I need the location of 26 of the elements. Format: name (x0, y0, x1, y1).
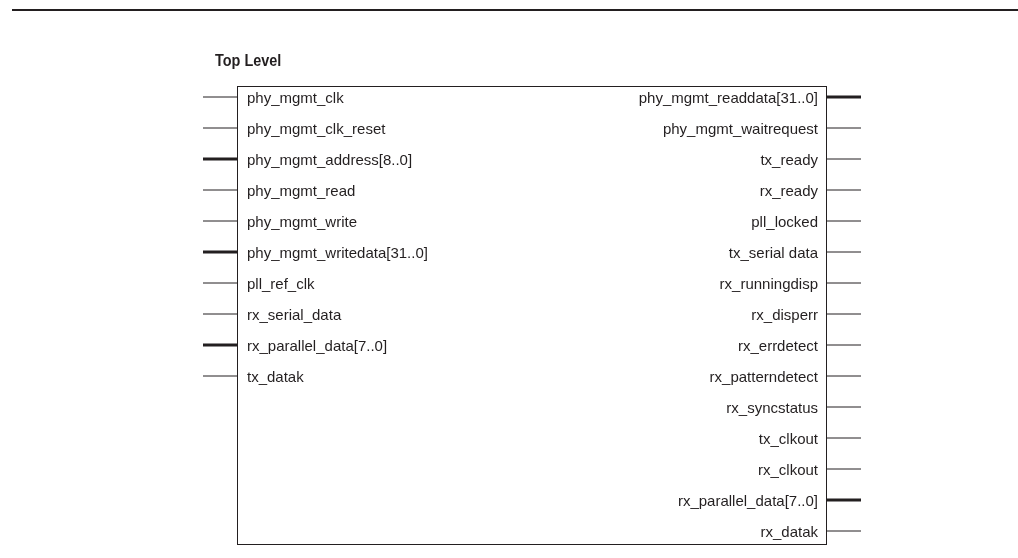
signal-name: rx_errdetect (737, 337, 818, 355)
signal-name: pll_locked (751, 213, 818, 231)
signal-name: rx_parallel_data[7..0] (677, 492, 818, 510)
signal-name: tx_serial data (728, 244, 818, 262)
signal-name: phy_mgmt_writedata[31..0] (247, 244, 428, 262)
signal-name: tx_ready (760, 151, 818, 169)
signal-name: tx_clkout (758, 430, 818, 448)
signal-name: phy_mgmt_address[8..0] (247, 151, 413, 169)
signal-name: rx_syncstatus (726, 399, 818, 417)
signal-name: rx_datak (760, 523, 818, 541)
block-title: Top Level (215, 51, 282, 71)
signal-name: phy_mgmt_write (247, 213, 358, 231)
signal-name: phy_mgmt_clk (247, 89, 344, 107)
signal-name: rx_ready (759, 182, 818, 200)
signal-name: pll_ref_clk (247, 275, 315, 293)
signal-name: rx_serial_data (247, 306, 342, 324)
signal-name: rx_parallel_data[7..0] (247, 337, 388, 355)
signal-name: phy_mgmt_read (247, 182, 356, 200)
signal-name: phy_mgmt_waitrequest (662, 120, 818, 138)
signal-name: tx_datak (247, 368, 304, 386)
signal-name: phy_mgmt_clk_reset (247, 120, 386, 138)
signal-name: rx_runningdisp (719, 275, 818, 293)
signal-name: rx_patterndetect (709, 368, 818, 386)
signal-name: phy_mgmt_readdata[31..0] (638, 89, 818, 107)
signal-name: rx_disperr (751, 306, 818, 324)
signal-name: rx_clkout (757, 461, 818, 479)
